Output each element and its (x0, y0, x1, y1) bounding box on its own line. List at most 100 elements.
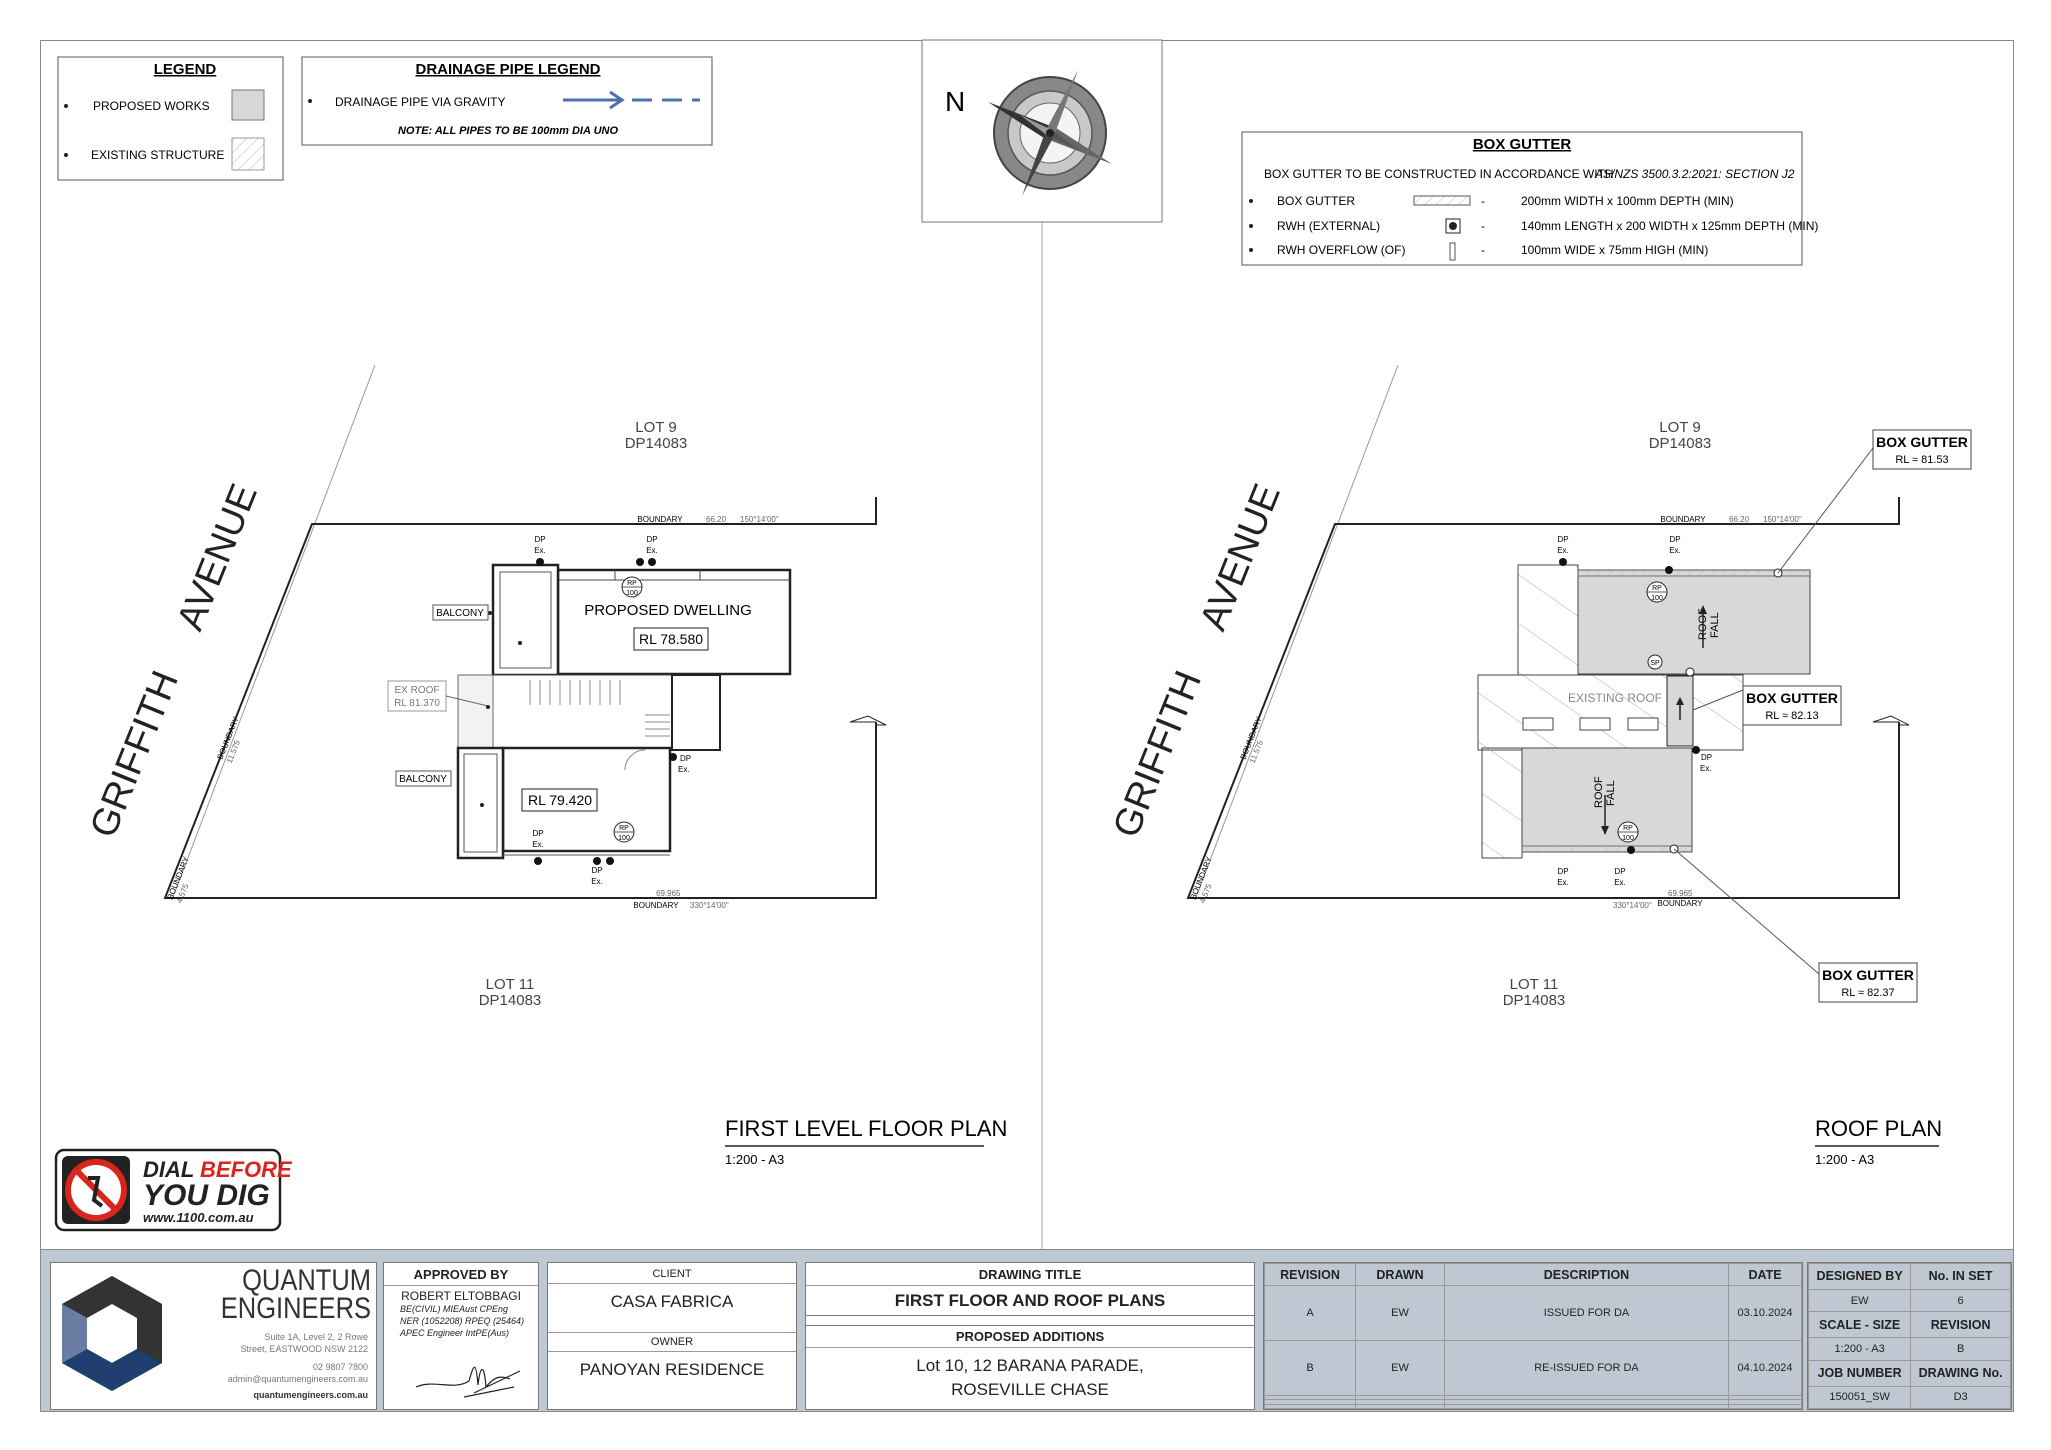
dial-line2: YOU DIG (143, 1179, 270, 1212)
box-gutter-lower (1521, 845, 1693, 853)
rl-lower: RL 79.420 (528, 792, 592, 808)
drainage-note: NOTE: ALL PIPES TO BE 100mm DIA UNO (398, 125, 618, 137)
drawing-title: FIRST FLOOR AND ROOF PLANS (806, 1291, 1254, 1316)
rev-cell: EW (1355, 1284, 1445, 1342)
revision-row-empty (1264, 1403, 1802, 1410)
roof-plan-scale: 1:200 - A3 (1815, 1152, 1874, 1167)
existing-roof-area (1477, 674, 1744, 751)
lot11-dp: DP14083 (1503, 992, 1566, 1009)
box-gutter-standard: BOX GUTTER TO BE CONSTRUCTED IN ACCORDAN… (1264, 167, 1614, 181)
proposed-dwelling-label: PROPOSED DWELLING (584, 602, 752, 619)
rp-size: 100 (626, 590, 638, 597)
ex-label: Ex. (1557, 546, 1569, 555)
approver-name: ROBERT ELTOBBAGI (401, 1289, 521, 1303)
dial-line1: DIAL BEFORE (143, 1157, 293, 1182)
box-gutter-symbol (1413, 195, 1471, 206)
rev-cell: 04.10.2024 (1728, 1340, 1802, 1397)
rev-cell: B (1264, 1340, 1356, 1397)
bg-row-label: RWH (EXTERNAL) (1277, 219, 1380, 233)
lot9-label: LOT 9 (635, 419, 676, 436)
revision-table: REVISION DRAWN DESCRIPTION DATE A EW ISS… (1263, 1262, 1803, 1410)
scale-size-label: SCALE - SIZE (1807, 1311, 1912, 1339)
designed-by-value: EW (1807, 1288, 1912, 1313)
legend-existing-label: EXISTING STRUCTURE (91, 148, 224, 162)
lot9-dp: DP14083 (1649, 435, 1712, 452)
ex-label: Ex. (1557, 878, 1569, 887)
client-panel: CLIENT CASA FABRICA OWNER PANOYAN RESIDE… (547, 1262, 797, 1410)
roof-plan: LOT 9 DP14083 LOT 11 DP14083 BOUNDARY 66… (1105, 364, 1972, 1167)
boundary-bottom-length: 69.965 (656, 889, 681, 898)
rp-label: RP (627, 580, 637, 587)
rev-cell: A (1264, 1284, 1356, 1342)
roof-fall-label: ROOF (1593, 776, 1605, 808)
lot11-label: LOT 11 (1510, 976, 1559, 993)
client-name: CASA FABRICA (610, 1292, 734, 1311)
ex-label: Ex. (1669, 546, 1681, 555)
existing-swatch (231, 137, 265, 171)
no-in-set-label: No. IN SET (1910, 1263, 2011, 1290)
rl-upper: RL 78.580 (639, 631, 703, 647)
legend-title: LEGEND (154, 61, 217, 78)
approved-panel: APPROVED BY ROBERT ELTOBBAGI BE(CIVIL) M… (383, 1262, 539, 1410)
rev-cell: EW (1355, 1340, 1445, 1397)
owner-label: OWNER (548, 1332, 796, 1352)
company-address-2: Street, EASTWOOD NSW 2122 (240, 1344, 368, 1354)
drawing-no-label: DRAWING No. (1910, 1359, 2011, 1387)
street-name-1: GRIFFITH (82, 665, 187, 843)
bg-row-dash: - (1481, 243, 1485, 257)
box-gutter-upper (1577, 569, 1811, 577)
ex-roof-label: EX ROOF (394, 685, 439, 696)
callout-rl: RL ≈ 82.13 (1765, 710, 1818, 722)
box-gutter-legend: BOX GUTTER BOX GUTTER TO BE CONSTRUCTED … (1241, 131, 1818, 266)
box-gutter-callout-2: BOX GUTTER RL ≈ 82.13 (1692, 685, 1842, 726)
ex-label: Ex. (532, 840, 544, 849)
dp-label: DP (646, 535, 657, 544)
dp-label: DP (680, 754, 691, 763)
rp-size: 100 (1651, 595, 1663, 602)
revision-row: B EW RE-ISSUED FOR DA 04.10.2024 (1264, 1340, 1802, 1397)
scale-size-value: 1:200 - A3 (1807, 1337, 1912, 1361)
rp-label: RP (619, 825, 629, 832)
drainage-legend-box: DRAINAGE PIPE LEGEND DRAINAGE PIPE VIA G… (301, 56, 713, 146)
first-plan-title: FIRST LEVEL FLOOR PLAN (725, 1116, 1007, 1141)
bg-row-spec: 200mm WIDTH x 100mm DEPTH (MIN) (1521, 194, 1734, 208)
rev-cell: RE-ISSUED FOR DA (1444, 1340, 1729, 1397)
project-address-2: ROSEVILLE CHASE (951, 1380, 1109, 1399)
drawing-title-label: DRAWING TITLE (806, 1267, 1254, 1286)
company-phone: 02 9807 7800 (312, 1362, 368, 1372)
box-gutter-callout-3: BOX GUTTER RL ≈ 82.37 (1673, 848, 1918, 1003)
proposed-swatch (231, 89, 265, 121)
drawing-no-value: D3 (1910, 1385, 2011, 1410)
callout-rl: RL ≈ 82.37 (1841, 987, 1894, 999)
design-info-table: DESIGNED BY No. IN SET EW 6 SCALE - SIZE… (1807, 1262, 2012, 1410)
dp-label: DP (534, 535, 545, 544)
ex-label: Ex. (646, 546, 658, 555)
company-panel: QUANTUM ENGINEERS Suite 1A, Level 2, 2 R… (50, 1262, 377, 1410)
balcony-label-lower: BALCONY (399, 774, 447, 785)
ex-label: Ex. (534, 546, 546, 555)
project-address-1: Lot 10, 12 BARANA PARADE, (916, 1356, 1144, 1375)
downpipe-markers: DP Ex. DP Ex. DP Ex. DP Ex. DP Ex. RP 10… (532, 535, 691, 886)
lot9-label: LOT 9 (1659, 419, 1700, 436)
boundary-bottom-bearing: 330°14'00" (690, 901, 729, 910)
drawing-title-panel: DRAWING TITLE FIRST FLOOR AND ROOF PLANS… (805, 1262, 1255, 1410)
roof-downpipe-markers: DP Ex. DP Ex. DP Ex. DP Ex. DP Ex. RP 10… (1557, 535, 1783, 887)
dp-label: DP (1557, 867, 1568, 876)
street-name-2: AVENUE (169, 478, 265, 636)
dial-url: www.1100.com.au (143, 1210, 254, 1225)
boundary-bottom-bearing: 330°14'00" (1613, 901, 1652, 910)
boundary-label: BOUNDARY (633, 901, 679, 910)
bg-row-dash: - (1481, 194, 1485, 208)
legend-box: LEGEND PROPOSED WORKS EXISTING STRUCTURE (57, 56, 284, 181)
existing-structure (1517, 564, 1579, 676)
approver-qual: NER (1052208) RPEQ (25464) (400, 1316, 525, 1326)
rev-cell: 03.10.2024 (1728, 1284, 1802, 1342)
boundary-top-length: 66.20 (1729, 515, 1750, 524)
balcony-upper (491, 563, 560, 677)
roof-fall-label: FALL (1709, 612, 1721, 638)
bg-row-spec: 100mm WIDE x 75mm HIGH (MIN) (1521, 243, 1708, 257)
dp-label: DP (1614, 867, 1625, 876)
lot11-dp: DP14083 (479, 992, 542, 1009)
no-in-set-value: 6 (1910, 1288, 2011, 1313)
callout-rl: RL ≈ 81.53 (1895, 454, 1948, 466)
